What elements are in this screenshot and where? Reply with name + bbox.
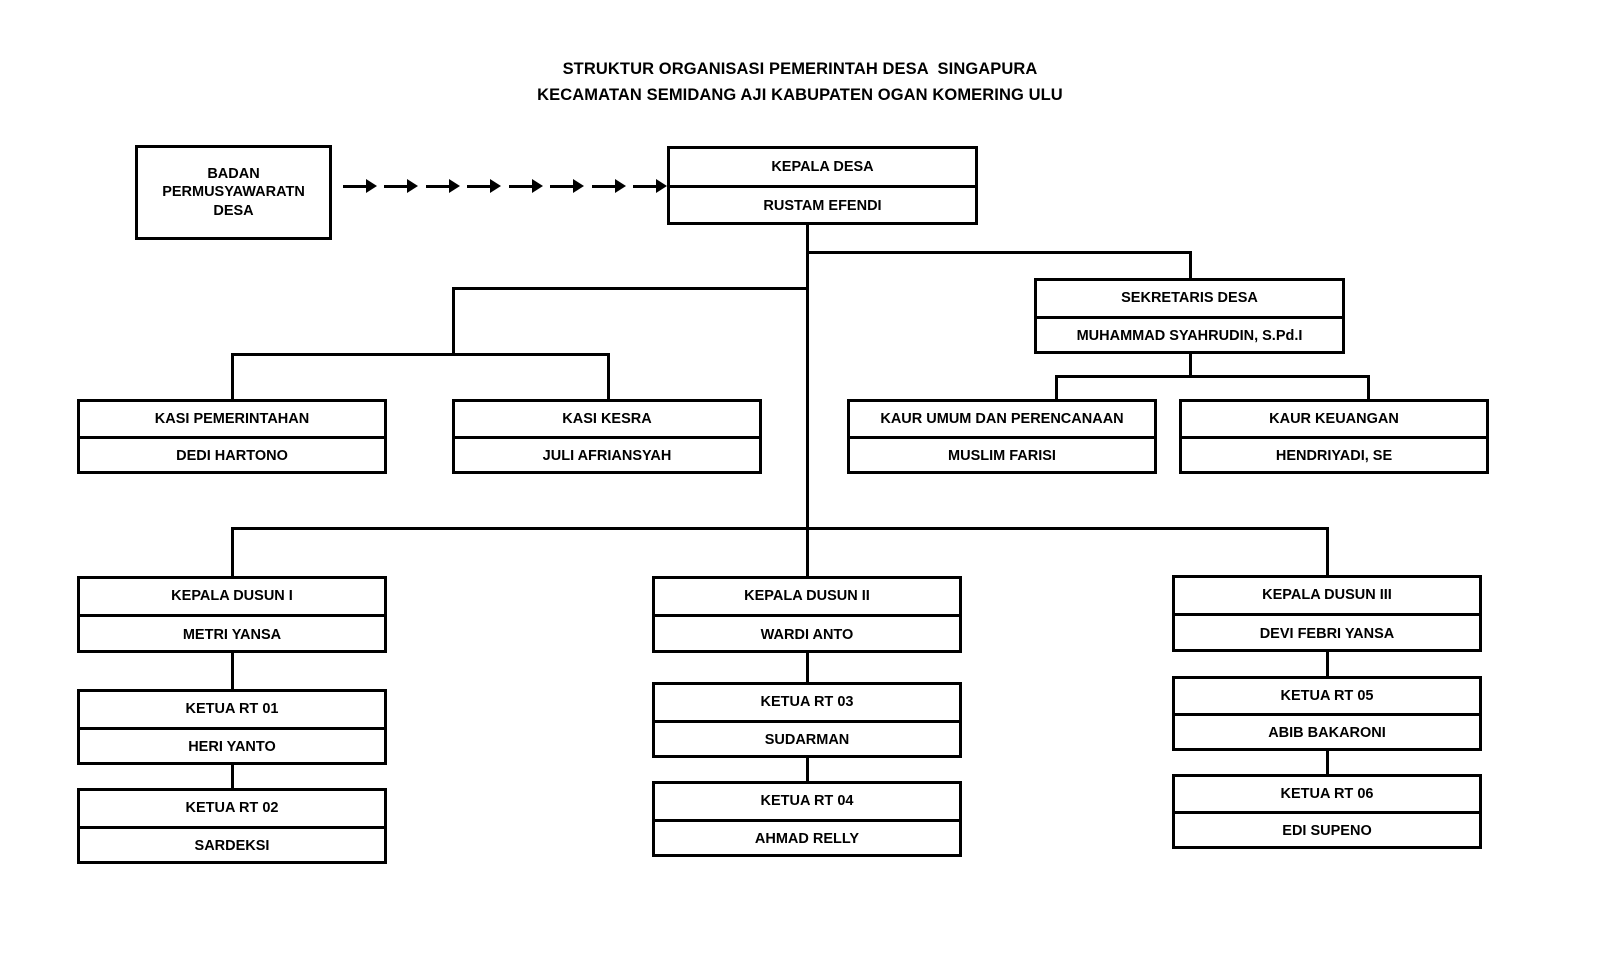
node-ketua-rt-02[interactable]: KETUA RT 02 SARDEKSI — [77, 788, 387, 864]
arrow-chain-bpd-to-kepala-desa — [343, 178, 667, 194]
arrow-right-icon — [467, 179, 502, 193]
node-ketua-rt-01[interactable]: KETUA RT 01 HERI YANTO — [77, 689, 387, 765]
arrow-right-icon — [550, 179, 585, 193]
connector-sekretaris-trunk — [1189, 354, 1192, 378]
title-line-2: KECAMATAN SEMIDANG AJI KABUPATEN OGAN KO… — [537, 86, 1063, 104]
node-person-label: METRI YANSA — [182, 626, 282, 643]
node-kepala-dusun-3[interactable]: KEPALA DUSUN III DEVI FEBRI YANSA — [1172, 575, 1482, 652]
node-ketua-rt-03[interactable]: KETUA RT 03 SUDARMAN — [652, 682, 962, 758]
node-person-label: JULI AFRIANSYAH — [542, 448, 672, 465]
node-person-label: RUSTAM EFENDI — [763, 198, 882, 215]
node-person-label: SUDARMAN — [764, 732, 850, 749]
node-ketua-rt-04[interactable]: KETUA RT 04 AHMAD RELLY — [652, 781, 962, 857]
node-ketua-rt-06[interactable]: KETUA RT 06 EDI SUPENO — [1172, 774, 1482, 849]
connector-kadus1-to-rt01 — [231, 653, 234, 690]
node-person-label: HENDRIYADI, SE — [1275, 448, 1393, 465]
node-position-label: KEPALA DUSUN I — [80, 579, 384, 617]
node-person-label: HERI YANTO — [188, 739, 276, 756]
arrow-right-icon — [343, 179, 377, 193]
node-person-label: ABIB BAKARONI — [1268, 725, 1386, 742]
connector-kadus-3-drop — [1326, 527, 1329, 575]
connector-kadus-2-drop — [806, 527, 809, 577]
connector-sekretaris-drop — [1189, 251, 1192, 280]
arrow-right-icon — [384, 179, 419, 193]
node-position-label: KETUA RT 01 — [80, 692, 384, 730]
connector-rt05-to-rt06 — [1326, 751, 1329, 775]
connector-kasi-kesra-drop — [607, 353, 610, 401]
node-position-label: KAUR KEUANGAN — [1182, 402, 1486, 439]
node-position-label: KEPALA DUSUN III — [1175, 578, 1479, 616]
connector-rt03-to-rt04 — [806, 758, 809, 782]
node-position-label: SEKRETARIS DESA — [1037, 281, 1342, 319]
node-person-label: DEDI HARTONO — [176, 448, 288, 465]
connector-dusun-bus — [231, 527, 1329, 530]
connector-kaur-keuangan-drop — [1367, 375, 1370, 401]
node-kepala-dusun-2[interactable]: KEPALA DUSUN II WARDI ANTO — [652, 576, 962, 653]
node-position-label: KAUR UMUM DAN PERENCANAAN — [850, 402, 1154, 439]
node-kasi-kesra[interactable]: KASI KESRA JULI AFRIANSYAH — [452, 399, 762, 474]
node-person-label: EDI SUPENO — [1282, 823, 1372, 840]
node-position-label: KETUA RT 05 — [1175, 679, 1479, 716]
arrow-right-icon — [632, 179, 667, 193]
node-person-label: DEVI FEBRI YANSA — [1259, 625, 1395, 642]
connector-rt01-to-rt02 — [231, 765, 234, 789]
node-kaur-keuangan[interactable]: KAUR KEUANGAN HENDRIYADI, SE — [1179, 399, 1489, 474]
connector-kasi-pemerintahan-drop — [231, 353, 234, 401]
node-kaur-umum-dan-perencanaan[interactable]: KAUR UMUM DAN PERENCANAAN MUSLIM FARISI — [847, 399, 1157, 474]
connector-kasi-bus — [231, 353, 610, 356]
node-position-label: KETUA RT 02 — [80, 791, 384, 829]
node-position-label: BADAN PERMUSYAWARATN DESA — [162, 166, 305, 219]
node-person-label: MUSLIM FARISI — [948, 448, 1056, 465]
node-position-label: KETUA RT 04 — [655, 784, 959, 822]
connector-kadus2-to-rt03 — [806, 653, 809, 682]
connector-kepala-to-kasi-horizontal — [452, 287, 809, 290]
node-position-label: KEPALA DESA — [670, 149, 975, 188]
connector-kadus3-to-rt05 — [1326, 652, 1329, 677]
connector-kepala-to-sekretaris-horizontal — [806, 251, 1192, 254]
node-person-label: WARDI ANTO — [760, 626, 854, 643]
node-sekretaris-desa[interactable]: SEKRETARIS DESA MUHAMMAD SYAHRUDIN, S.Pd… — [1034, 278, 1345, 354]
node-person-label: SARDEKSI — [194, 838, 270, 855]
node-kepala-desa[interactable]: KEPALA DESA RUSTAM EFENDI — [667, 146, 978, 225]
connector-kaur-bus — [1055, 375, 1370, 378]
connector-kadus-1-drop — [231, 527, 234, 577]
node-kepala-dusun-1[interactable]: KEPALA DUSUN I METRI YANSA — [77, 576, 387, 653]
node-position-label: KETUA RT 03 — [655, 685, 959, 723]
arrow-right-icon — [508, 179, 543, 193]
connector-trunk-kepala-desa — [806, 225, 809, 530]
node-position-label: KASI KESRA — [455, 402, 759, 439]
node-position-label: KEPALA DUSUN II — [655, 579, 959, 617]
connector-kasi-branch-drop — [452, 287, 455, 356]
node-position-label: KETUA RT 06 — [1175, 777, 1479, 814]
node-badan-permusyawaratan-desa[interactable]: BADAN PERMUSYAWARATN DESA — [135, 145, 332, 240]
node-person-label: MUHAMMAD SYAHRUDIN, S.Pd.I — [1076, 328, 1303, 345]
node-kasi-pemerintahan[interactable]: KASI PEMERINTAHAN DEDI HARTONO — [77, 399, 387, 474]
page-title: STRUKTUR ORGANISASI PEMERINTAH DESA SING… — [0, 56, 1600, 108]
node-person-label: AHMAD RELLY — [754, 831, 860, 848]
arrow-right-icon — [591, 179, 626, 193]
connector-kaur-umum-drop — [1055, 375, 1058, 401]
arrow-right-icon — [425, 179, 460, 193]
node-ketua-rt-05[interactable]: KETUA RT 05 ABIB BAKARONI — [1172, 676, 1482, 751]
node-position-label: KASI PEMERINTAHAN — [80, 402, 384, 439]
title-line-1: STRUKTUR ORGANISASI PEMERINTAH DESA SING… — [562, 60, 1038, 78]
